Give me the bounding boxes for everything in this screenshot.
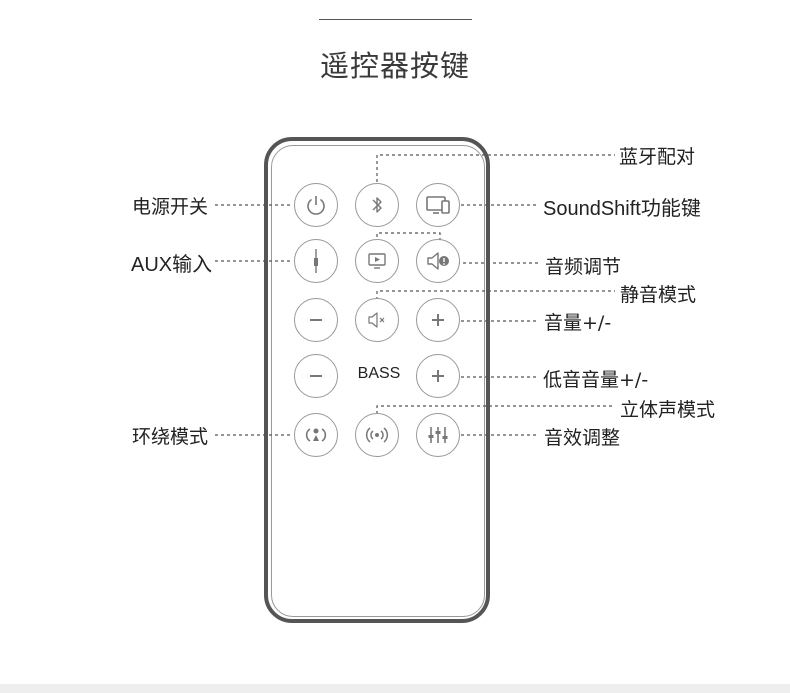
top-divider <box>319 19 472 20</box>
mute-button[interactable] <box>355 298 399 342</box>
bass-up-button[interactable] <box>416 354 460 398</box>
leader-mute <box>376 290 615 300</box>
equalizer-icon <box>428 427 448 443</box>
surround-button[interactable] <box>294 413 338 457</box>
minus-icon <box>310 375 322 377</box>
label-mute: 静音模式 <box>620 284 697 306</box>
power-button[interactable] <box>294 183 338 227</box>
label-volume: 音量+/- <box>544 312 612 334</box>
label-power: 电源开关 <box>132 196 209 218</box>
label-soundshift: SoundShift功能键 <box>543 198 701 220</box>
stereo-wave-icon <box>365 427 389 443</box>
speaker-settings-icon <box>427 252 449 270</box>
plus-icon <box>432 314 444 326</box>
leader-audio-adjust <box>376 232 540 264</box>
aux-button[interactable] <box>294 239 338 283</box>
eq-button[interactable] <box>416 413 460 457</box>
bluetooth-button[interactable] <box>355 183 399 227</box>
label-surround: 环绕模式 <box>132 426 209 448</box>
bass-down-button[interactable] <box>294 354 338 398</box>
surround-icon <box>305 428 327 442</box>
aux-plug-icon <box>314 249 318 273</box>
minus-icon <box>310 319 322 321</box>
devices-icon <box>426 196 450 214</box>
label-eq: 音效调整 <box>544 427 621 449</box>
label-stereo: 立体声模式 <box>620 399 716 421</box>
power-icon <box>307 196 325 215</box>
stereo-button[interactable] <box>355 413 399 457</box>
audio-adjust-button[interactable] <box>355 239 399 283</box>
remote-inner-frame <box>271 145 485 617</box>
label-bass-volume: 低音音量+/- <box>543 369 649 391</box>
label-aux: AUX输入 <box>131 254 213 276</box>
bass-label: BASS <box>357 365 401 382</box>
label-audio-adjust: 音频调节 <box>545 256 622 278</box>
plus-icon <box>432 370 444 382</box>
sound-settings-button[interactable] <box>416 239 460 283</box>
leader-bluetooth <box>376 154 615 182</box>
mute-icon <box>368 312 385 328</box>
volume-up-button[interactable] <box>416 298 460 342</box>
label-bluetooth: 蓝牙配对 <box>619 146 696 168</box>
soundshift-button[interactable] <box>416 183 460 227</box>
tv-icon <box>368 253 386 269</box>
volume-down-button[interactable] <box>294 298 338 342</box>
page-title: 遥控器按键 <box>319 49 470 83</box>
leader-stereo <box>376 405 615 414</box>
bluetooth-icon <box>372 197 382 213</box>
bottom-strip <box>0 684 790 693</box>
